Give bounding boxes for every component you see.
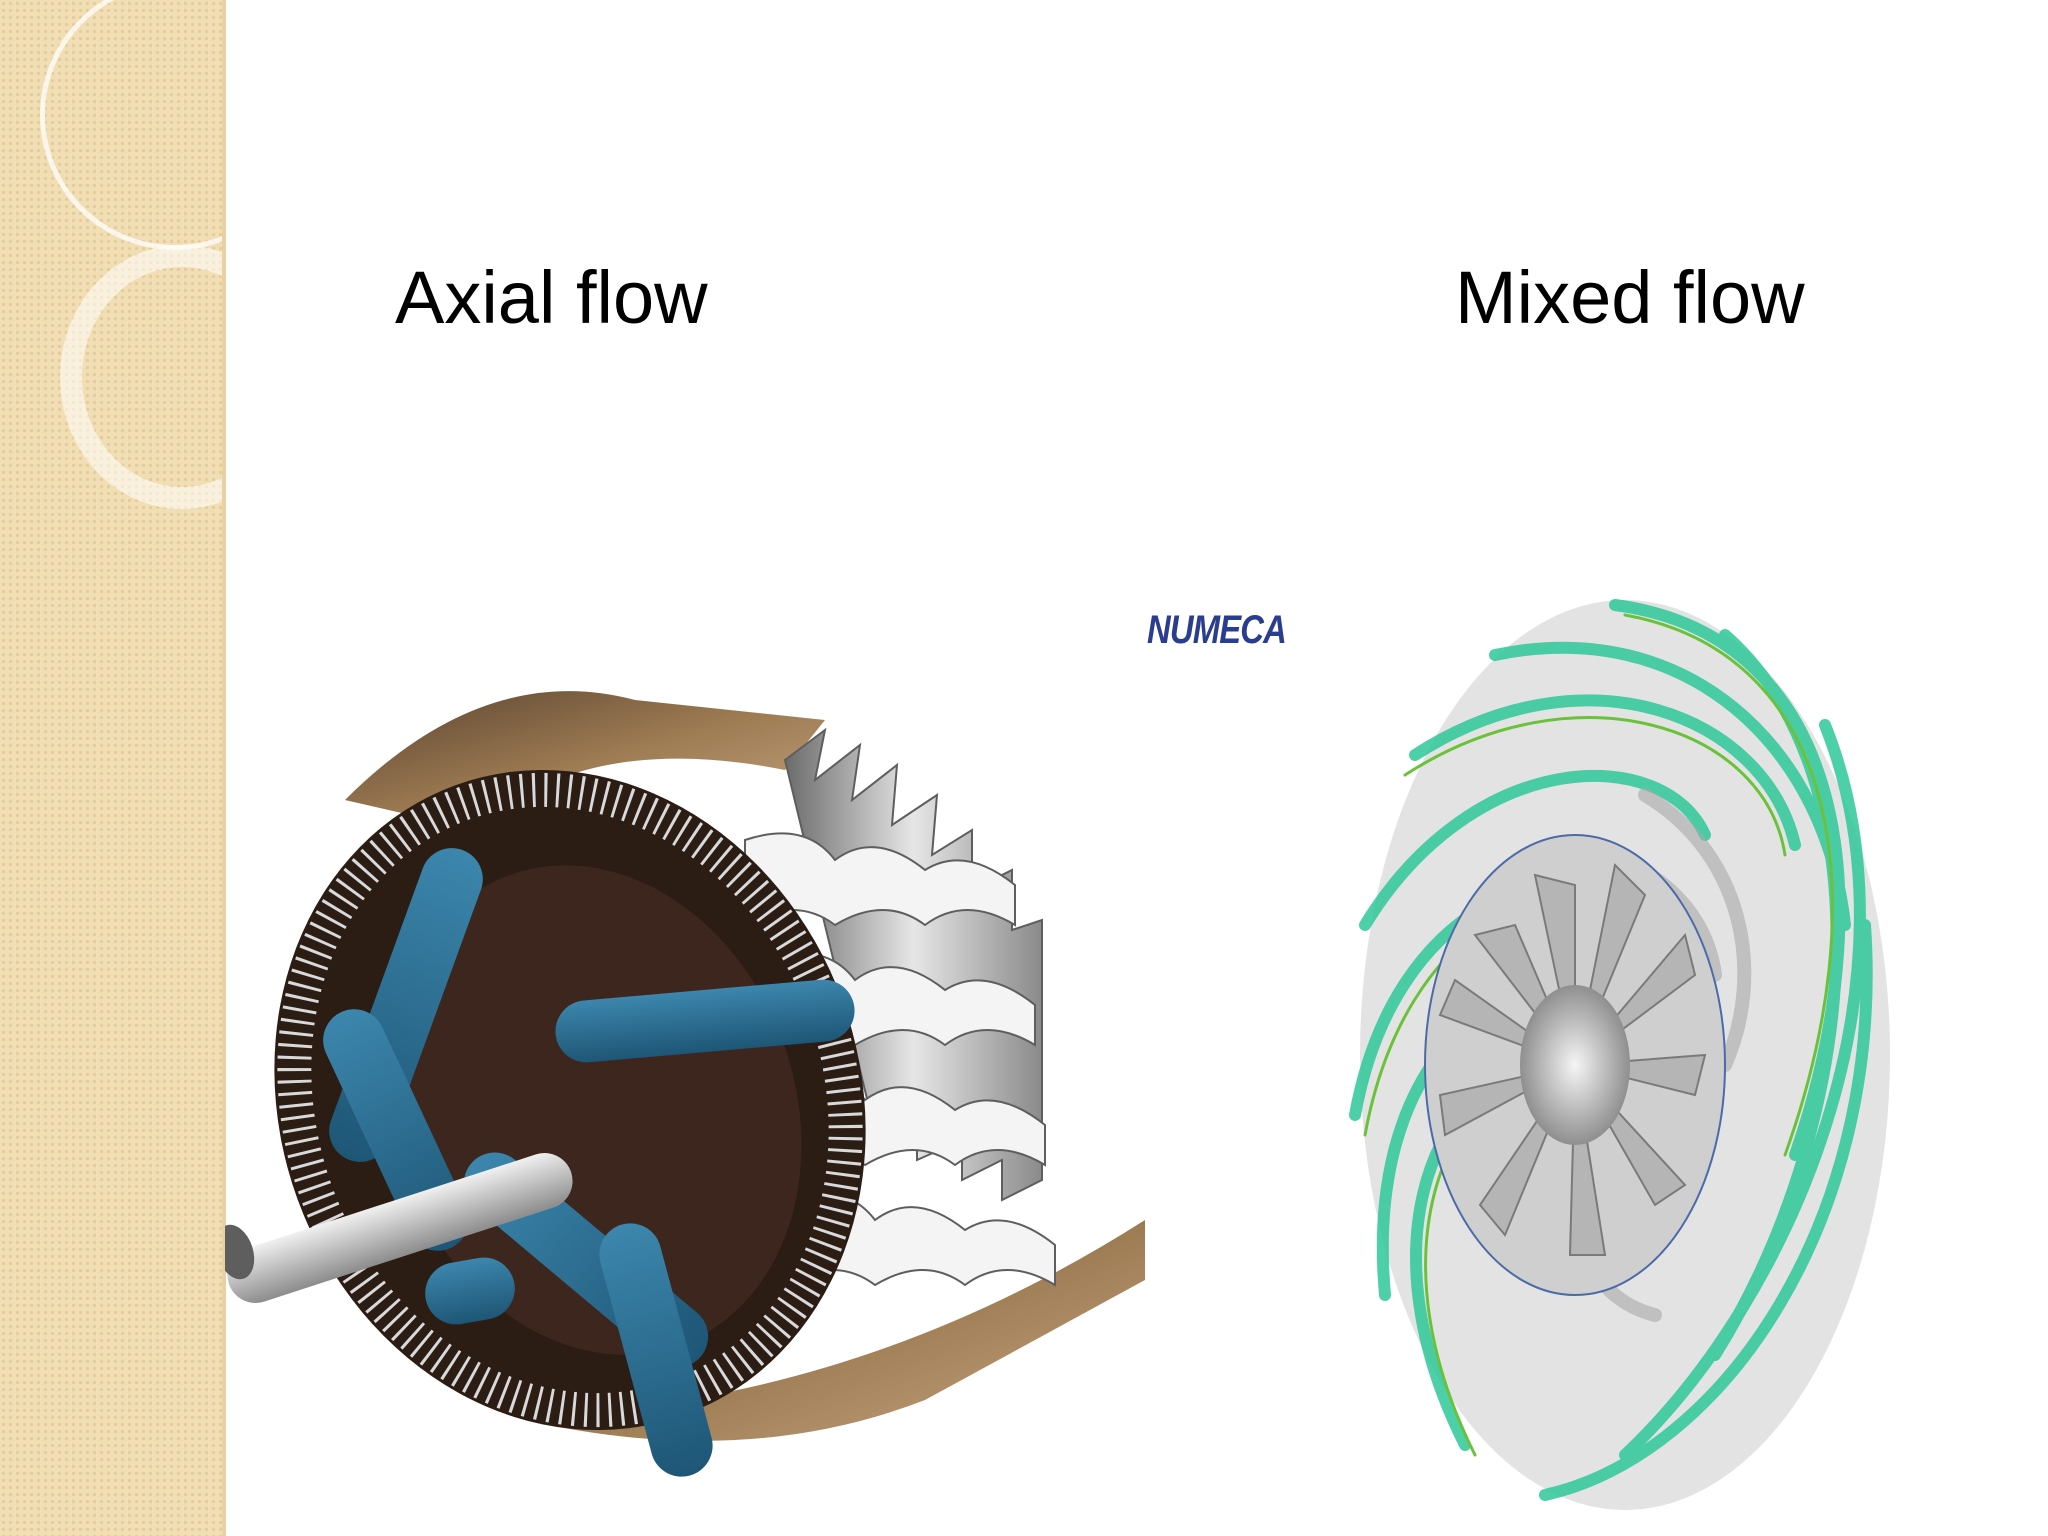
axial-flow-title: Axial flow bbox=[395, 256, 708, 339]
decorative-ring-small bbox=[60, 245, 226, 509]
mixed-flow-title: Mixed flow bbox=[1455, 256, 1805, 339]
mixed-flow-impeller-image bbox=[1349, 599, 1890, 1510]
numeca-watermark: NUMECA bbox=[1147, 608, 1287, 652]
sidebar-edge bbox=[222, 0, 226, 1536]
decorative-ring-large bbox=[40, 0, 226, 250]
decorative-sidebar bbox=[0, 0, 226, 1536]
axial-flow-turbine-image bbox=[225, 691, 1145, 1477]
